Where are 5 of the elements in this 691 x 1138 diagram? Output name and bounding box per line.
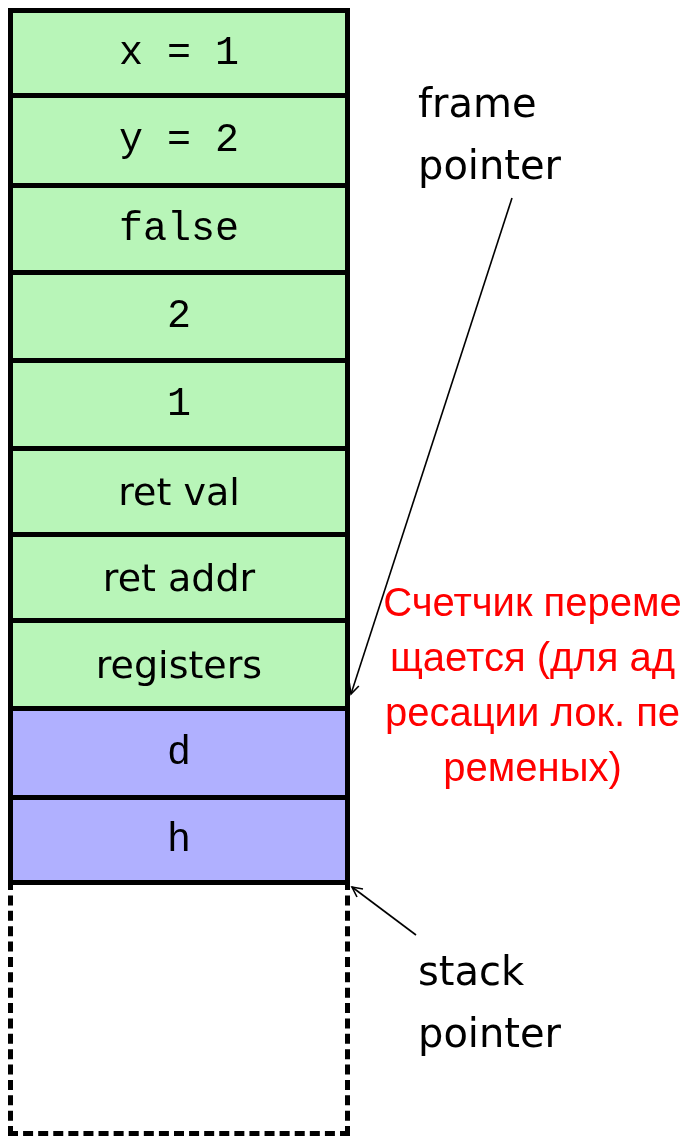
pointer-label: frame pointer [418,72,608,196]
pointer-label: stack pointer [418,940,608,1064]
annotation-text: Счетчик перемещается (для адресации лок. переменых) [382,579,683,791]
arrow [351,886,417,936]
arrow [348,197,513,695]
